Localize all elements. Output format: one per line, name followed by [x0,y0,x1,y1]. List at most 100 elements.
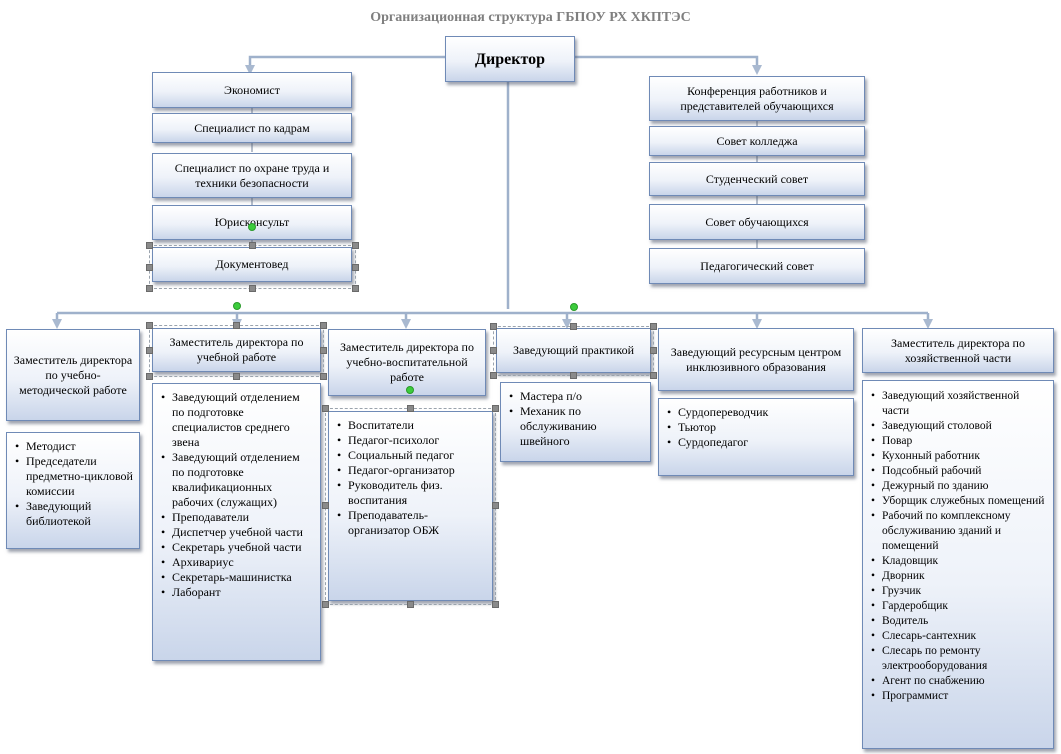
resize-handle[interactable] [570,372,577,379]
list-item: Преподаватель-организатор ОБЖ [337,508,486,538]
rotate-handle[interactable] [248,223,256,231]
left-box-economist: Экономист [152,72,352,108]
resize-handle[interactable] [146,322,153,329]
resize-handle[interactable] [352,285,359,292]
resize-handle[interactable] [490,323,497,330]
dept-head-label: Заведующий практикой [513,343,634,357]
resize-handle[interactable] [490,372,497,379]
list-item: Заведующий столовой [871,419,1047,434]
resize-handle[interactable] [322,601,329,608]
right-box-label: Совет колледжа [716,133,798,148]
resize-handle[interactable] [249,242,256,249]
left-box-label: Документовед [215,257,289,271]
right-box-label: Студенческий совет [705,171,809,186]
resize-handle[interactable] [492,601,499,608]
dept-list-academic: Заведующий отделением по подготовке спец… [152,383,321,661]
resize-handle[interactable] [322,502,329,509]
resize-handle[interactable] [146,242,153,249]
list-item: Заведующий отделением по подготовке квал… [161,450,314,510]
list-item: Заведующий хозяйственной части [871,389,1047,419]
list-item: Мастера п/о [509,389,644,404]
list-item: Кладовщик [871,554,1047,569]
dept-head-maintenance: Заместитель директора по хозяйственной ч… [862,328,1054,373]
right-box-conference: Конференция работников и представителей … [649,76,865,121]
list-item: Архивариус [161,555,314,570]
dept-head-label: Заместитель директора по учебной работе [169,335,304,364]
right-box-college-council: Совет колледжа [649,126,865,156]
list-item: Заведующий отделением по подготовке спец… [161,390,314,450]
right-box-label: Совет обучающихся [705,214,809,229]
rotate-handle[interactable] [233,302,241,310]
rotate-handle[interactable] [406,386,414,394]
resize-handle[interactable] [650,372,657,379]
list-item: Лаборант [161,585,314,600]
chart-title: Организационная структура ГБПОУ РХ ХКПТЭ… [370,10,691,25]
resize-handle[interactable] [352,264,359,271]
resize-handle[interactable] [146,285,153,292]
list-item: Дежурный по зданию [871,479,1047,494]
connector-to-left-column [245,55,445,75]
rotate-handle[interactable] [570,303,578,311]
list-item: Повар [871,434,1047,449]
list-item: Заведующий библиотекой [15,499,133,529]
list-item: Воспитатели [337,418,486,433]
list-item: Гардеробщик [871,599,1047,614]
list-item: Уборщик служебных помещений [871,494,1047,509]
resize-handle[interactable] [146,347,153,354]
list-item: Рабочий по комплексному обслуживанию зда… [871,509,1047,554]
dept-list-methodical: Методист Председатели предметно-цикловой… [6,432,140,549]
list-item: Педагог-организатор [337,463,486,478]
list-item: Секретарь-машинистка [161,570,314,585]
right-box-student-council: Студенческий совет [649,162,865,196]
resize-handle[interactable] [320,347,327,354]
list-item: Секретарь учебной части [161,540,314,555]
dept-head-academic[interactable]: Заместитель директора по учебной работе [152,328,321,372]
list-item: Подсобный рабочий [871,464,1047,479]
dept-list-educational[interactable]: Воспитатели Педагог-психолог Социальный … [328,411,493,601]
left-box-label: Специалист по охране труда и техники без… [174,160,330,190]
dept-head-practice[interactable]: Заведующий практикой [496,328,651,373]
list-item: Методист [15,439,133,454]
right-box-pedagogical-council: Педагогический совет [649,248,865,284]
left-box-legal-adviser: Юрисконсульт [152,205,352,240]
resize-handle[interactable] [490,347,497,354]
dept-head-label: Заместитель директора по учебно-методиче… [13,352,133,397]
list-item: Кухонный работник [871,449,1047,464]
left-box-records-manager[interactable]: Документовед [152,247,352,282]
left-box-label: Юрисконсульт [214,215,290,229]
list-item: Программист [871,689,1047,704]
resize-handle[interactable] [492,405,499,412]
dept-head-educational: Заместитель директора по учебно-воспитат… [328,329,486,396]
resize-handle[interactable] [233,373,240,380]
dept-list-practice: Мастера п/о Механик по обслуживанию швей… [500,382,651,462]
right-box-label: Конференция работников и представителей … [680,83,834,113]
resize-handle[interactable] [146,264,153,271]
list-item: Слесарь-сантехник [871,629,1047,644]
list-item: Социальный педагог [337,448,486,463]
resize-handle[interactable] [249,285,256,292]
director-label: Директор [475,50,545,68]
list-item: Механик по обслуживанию швейного [509,404,644,449]
resize-handle[interactable] [146,373,153,380]
dept-head-label: Заведующий ресурсным центром инклюзивног… [670,344,842,374]
resize-handle[interactable] [322,405,329,412]
resize-handle[interactable] [570,323,577,330]
resize-handle[interactable] [233,322,240,329]
resize-handle[interactable] [352,242,359,249]
resize-handle[interactable] [650,323,657,330]
list-item: Председатели предметно-цикловой комиссии [15,454,133,499]
list-item: Дворник [871,569,1047,584]
dept-head-methodical: Заместитель директора по учебно-методиче… [6,329,140,421]
resize-handle[interactable] [320,322,327,329]
list-item: Сурдопереводчик [667,405,847,420]
resize-handle[interactable] [650,347,657,354]
list-item: Руководитель физ. воспитания [337,478,486,508]
list-item: Агент по снабжению [871,674,1047,689]
resize-handle[interactable] [320,373,327,380]
resize-handle[interactable] [492,502,499,509]
list-item: Диспетчер учебной части [161,525,314,540]
list-item: Сурдопедагог [667,435,847,450]
resize-handle[interactable] [407,601,414,608]
dept-head-label: Заместитель директора по учебно-воспитат… [340,340,474,384]
resize-handle[interactable] [407,405,414,412]
